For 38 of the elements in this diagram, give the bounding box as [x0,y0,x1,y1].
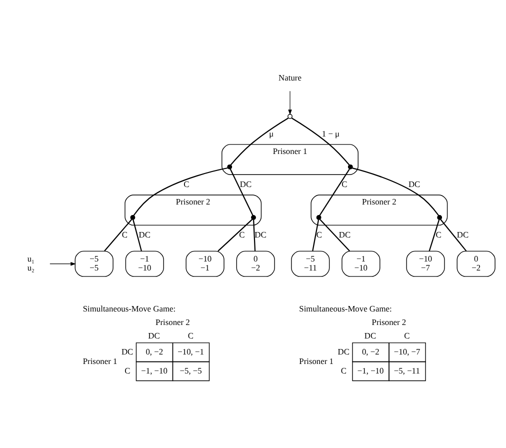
label: Simultaneous-Move Game: [298,303,392,314]
label: −5, −5 [179,364,202,375]
edge-label: C [341,178,347,189]
edge-label: DC [239,178,252,189]
edge-label: μ [268,128,274,138]
label: Prisoner 2 [155,316,190,326]
label: 0, −2 [145,346,163,356]
label: −5, −11 [393,364,420,375]
node-text: u₁ u₂ [26,252,34,272]
edge-label: DC [456,229,468,240]
edge-label: 1 − μ [321,128,340,138]
edge-label: C [121,229,127,240]
label: C [340,364,346,375]
label: −10, −1 [177,346,204,356]
label: Simultaneous-Move Game: [82,303,176,314]
label: Prisoner 1 [298,355,333,366]
label: −1, −10 [356,364,384,375]
label: −10, −7 [393,346,420,356]
label: C [404,330,410,340]
edge-label: DC [254,229,266,240]
edge-label: DC [408,178,420,189]
label: −1, −10 [140,364,167,375]
label: Prisoner 2 [371,316,406,326]
label: DC [337,346,349,356]
label: DC [120,346,133,356]
node-text: Nature [278,72,301,82]
edge-label: C [238,229,244,240]
label: 0, −2 [361,346,379,356]
edge-label: C [435,229,441,240]
edge-label: DC [338,229,350,240]
label: C [124,364,130,375]
edge-label: DC [138,229,150,240]
label: DC [364,330,376,340]
edge-label: C [316,229,322,240]
label: C [187,330,193,340]
label: Prisoner 1 [82,355,117,366]
label: DC [148,330,160,340]
edge-label: C [183,178,189,189]
